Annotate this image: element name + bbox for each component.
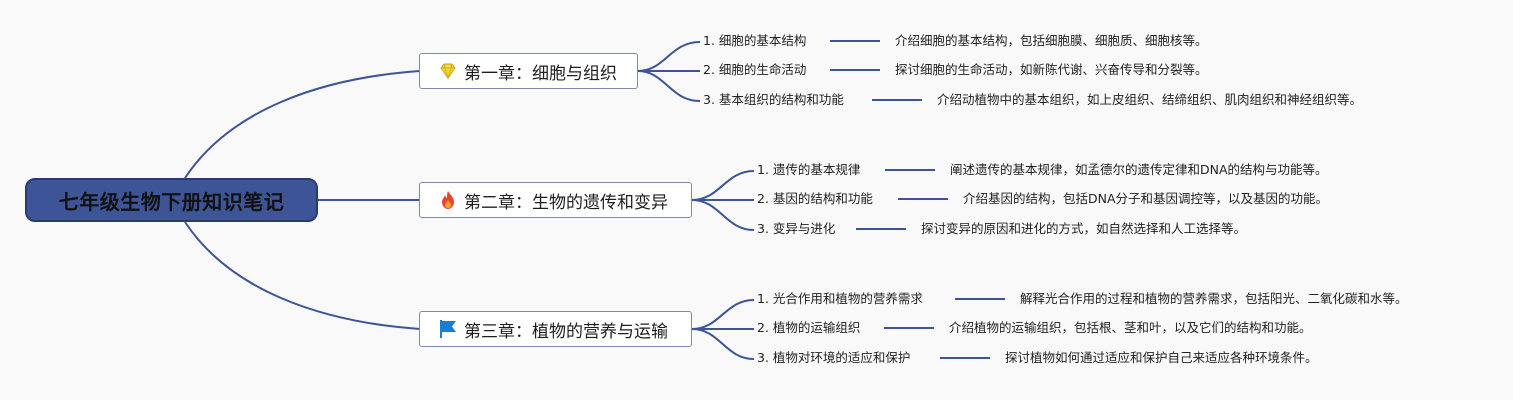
root-topic[interactable]: 七年级生物下册知识笔记 [25,178,318,222]
connector-ch3-t3 [691,328,755,360]
topic-node[interactable]: 3. 植物对环境的适应和保护 [757,350,911,365]
topic-description: 探讨植物如何通过适应和保护自己来适应各种环境条件。 [1005,350,1318,365]
topic-description: 介绍基因的结构，包括DNA分子和基因调控等，以及基因的功能。 [963,191,1329,206]
connector-root-ch1 [184,70,421,179]
topic-node[interactable]: 2. 植物的运输组织 [757,320,861,335]
topic-description: 解释光合作用的过程和植物的营养需求，包括阳光、二氧化碳和水等。 [1020,291,1408,306]
diamond-icon [438,61,458,81]
chapter-node-1[interactable]: 第一章：细胞与组织 [419,53,638,89]
chapter-node-2[interactable]: 第二章：生物的遗传和变异 [419,182,692,218]
topic-description: 介绍细胞的基本结构，包括细胞膜、细胞质、细胞核等。 [895,33,1208,48]
topic-description: 探讨变异的原因和进化的方式，如自然选择和人工选择等。 [921,221,1247,236]
root-topic-label: 七年级生物下册知识笔记 [58,189,285,214]
topic-description: 介绍动植物中的基本组织，如上皮组织、结缔组织、肌肉组织和神经组织等。 [937,92,1363,107]
chapter-title: 第三章：植物的营养与运输 [464,321,668,342]
topic-description: 介绍植物的运输组织，包括根、茎和叶，以及它们的结构和功能。 [949,320,1312,335]
topic-node[interactable]: 1. 遗传的基本规律 [757,162,861,177]
topic-node[interactable]: 3. 变异与进化 [757,221,836,236]
topic-node[interactable]: 2. 基因的结构和功能 [757,191,873,206]
connector-root-ch3 [184,221,421,330]
fire-icon [438,190,458,210]
topic-node[interactable]: 1. 光合作用和植物的营养需求 [757,291,923,306]
connector-ch2-t3 [691,199,755,231]
topic-node[interactable]: 3. 基本组织的结构和功能 [703,92,844,107]
connector-ch3-t1 [691,299,755,330]
topic-node[interactable]: 2. 细胞的生命活动 [703,62,807,77]
connector-ch2-t1 [691,170,755,201]
chapter-title: 第一章：细胞与组织 [464,63,617,84]
topic-description: 阐述遗传的基本规律，如孟德尔的遗传定律和DNA的结构与功能等。 [950,162,1328,177]
chapter-title: 第二章：生物的遗传和变异 [464,192,668,213]
flag-icon [438,319,458,339]
topic-description: 探讨细胞的生命活动，如新陈代谢、兴奋传导和分裂等。 [895,62,1208,77]
connector-ch1-t3 [637,70,701,102]
connector-ch1-t1 [637,41,701,72]
topic-node[interactable]: 1. 细胞的基本结构 [703,33,807,48]
chapter-node-3[interactable]: 第三章：植物的营养与运输 [419,311,692,347]
